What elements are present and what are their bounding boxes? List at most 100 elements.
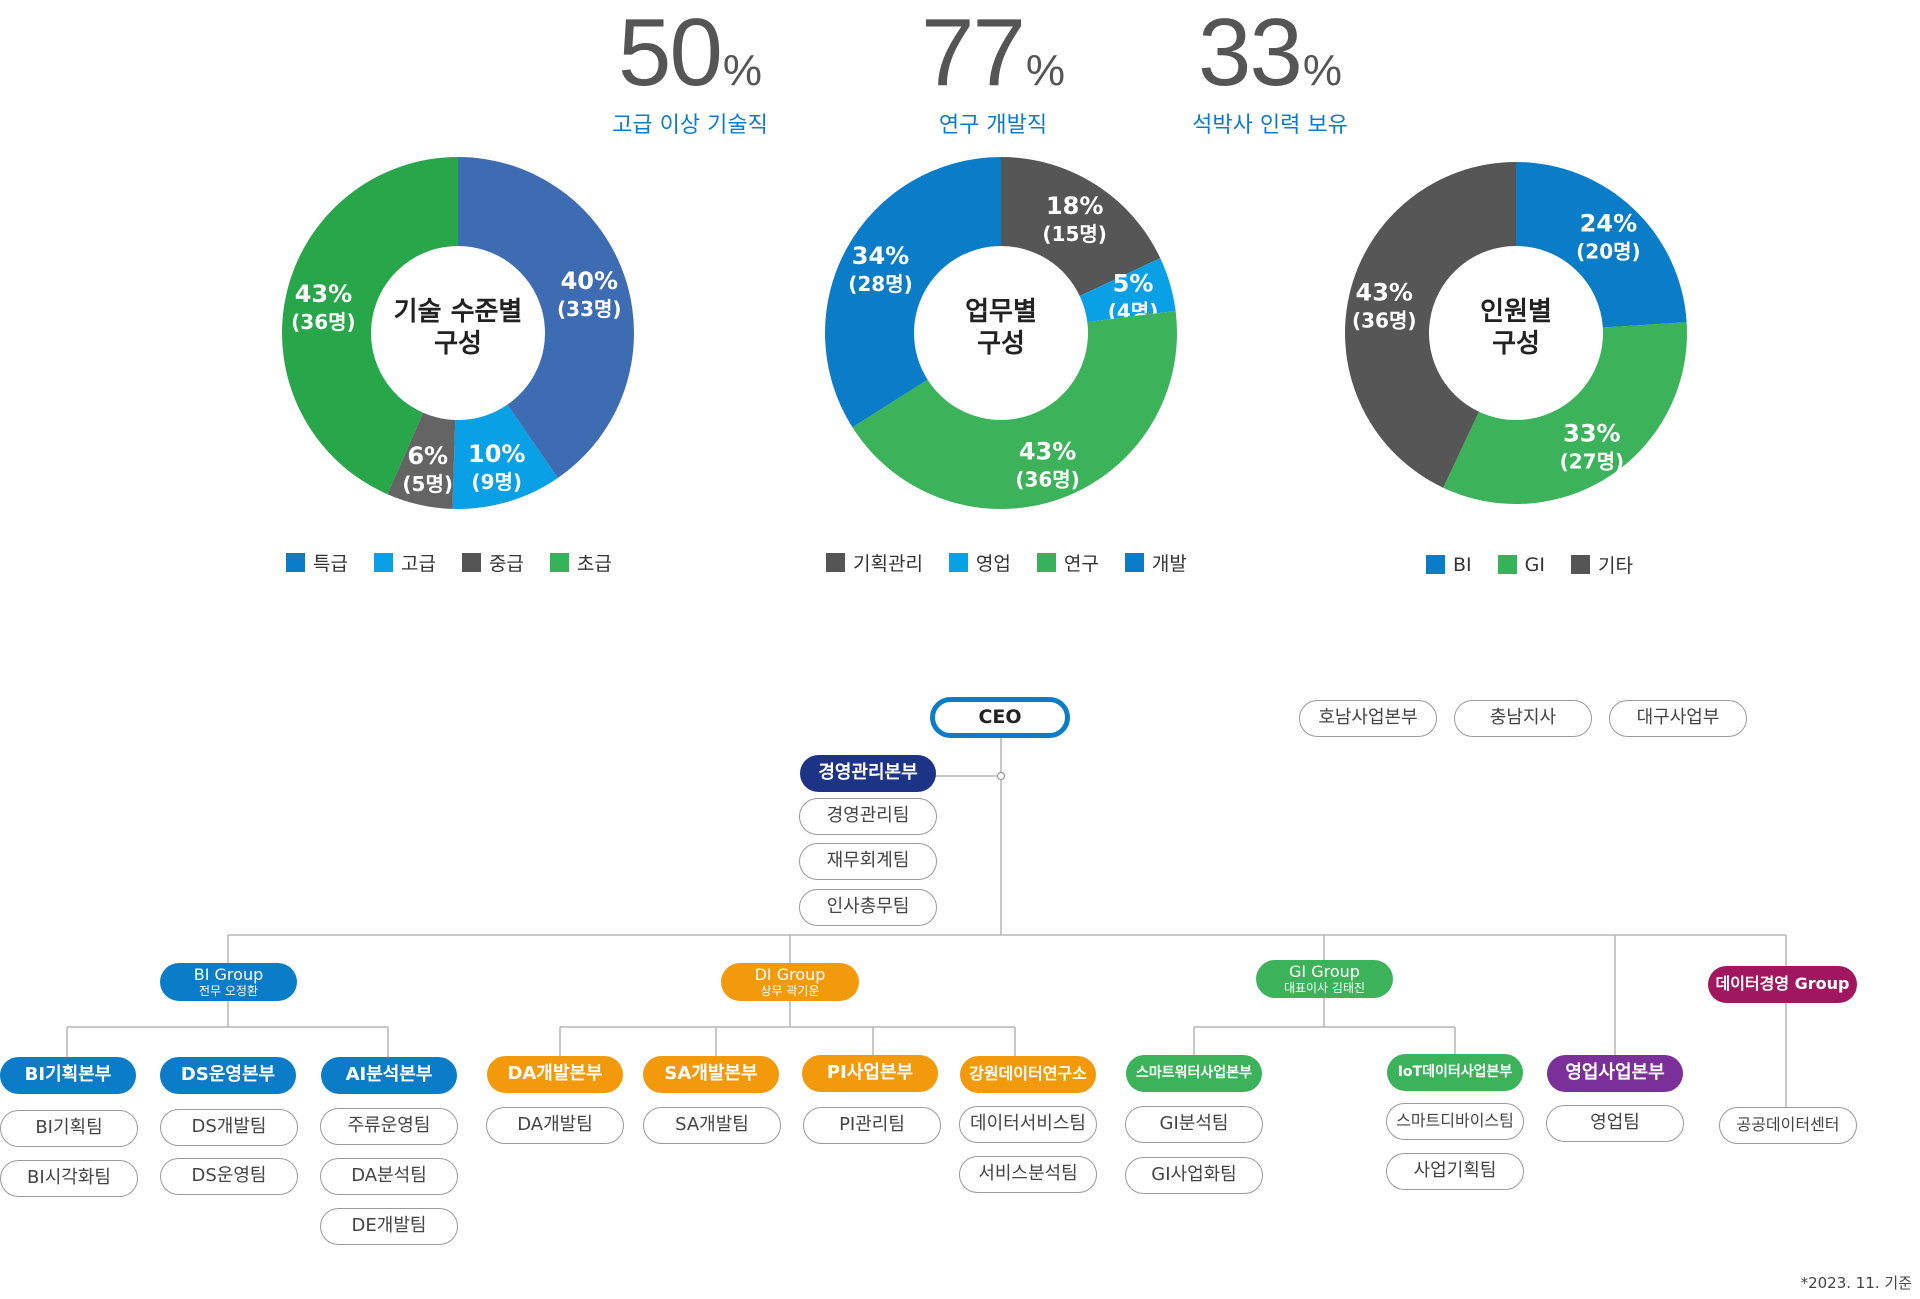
legend-label: 고급 xyxy=(400,553,436,575)
slice-percent-label: 43% xyxy=(1356,279,1413,307)
legend-item: 개발 xyxy=(1124,549,1187,576)
division-label: 경영관리본부 xyxy=(818,762,918,784)
donut-slice xyxy=(458,157,634,478)
legend-swatch xyxy=(1124,553,1144,572)
division-label: AI분석본부 xyxy=(345,1064,433,1086)
team-label: DE개발팀 xyxy=(351,1215,427,1237)
division-da-development: DA개발본부 xyxy=(487,1056,623,1093)
slice-percent-label: 43% xyxy=(295,280,352,308)
team-box: DS개발팀 xyxy=(160,1109,298,1146)
team-label: 경영관리팀 xyxy=(826,805,910,827)
regional-office-label: 호남사업본부 xyxy=(1318,707,1418,729)
division-ds-operation: DS운영본부 xyxy=(160,1057,296,1094)
group-head: 상무 곽기운 xyxy=(760,983,820,998)
group-label: BI Group xyxy=(193,965,264,985)
legend-item: 영업 xyxy=(948,549,1011,576)
legend-item: 기획관리 xyxy=(826,549,923,576)
legend-swatch xyxy=(549,553,569,572)
team-box: 서비스분석팀 xyxy=(959,1156,1097,1193)
donut-slice xyxy=(282,157,458,495)
regional-office-honam: 호남사업본부 xyxy=(1299,700,1437,737)
donut-slice xyxy=(1443,322,1687,504)
team-box: 영업팀 xyxy=(1546,1105,1684,1142)
legend-swatch xyxy=(1426,555,1445,574)
team-box: BI시각화팀 xyxy=(0,1160,138,1197)
team-box: 데이터서비스팀 xyxy=(959,1106,1097,1143)
team-box: SA개발팀 xyxy=(643,1107,781,1144)
team-label: BI기획팀 xyxy=(35,1117,103,1139)
legend-swatch xyxy=(948,553,968,572)
group-gi: GI Group 대표이사 김태진 xyxy=(1256,960,1393,998)
group-di: DI Group 상무 곽기운 xyxy=(721,963,859,1001)
legend-item: BI xyxy=(1426,554,1472,576)
team-box: 사업기획팀 xyxy=(1386,1153,1524,1190)
division-smart-water: 스마트워터사업본부 xyxy=(1126,1055,1262,1092)
division-label: SA개발본부 xyxy=(664,1063,758,1085)
donut-slice xyxy=(852,310,1177,509)
legend-swatch xyxy=(1036,553,1056,572)
slice-percent-label: 43% xyxy=(1019,437,1076,465)
slice-count-label: (20명) xyxy=(1576,240,1641,264)
slice-count-label: (27명) xyxy=(1560,450,1625,474)
legend-personnel: BI GI 기타 xyxy=(1426,551,1633,578)
legend-swatch xyxy=(461,553,481,572)
division-iot-data: IoT데이터사업본부 xyxy=(1387,1054,1523,1091)
donut-slice xyxy=(825,157,1001,428)
slice-percent-label: 10% xyxy=(468,440,525,468)
slice-count-label: (28명) xyxy=(848,272,913,296)
donut-slice xyxy=(1079,258,1176,323)
slice-percent-label: 6% xyxy=(407,442,448,470)
team-label: GI사업화팀 xyxy=(1151,1164,1237,1186)
stat-unit: % xyxy=(1025,46,1065,95)
team-label: 데이터서비스팀 xyxy=(970,1113,1086,1135)
data-center-box: 공공데이터센터 xyxy=(1719,1107,1857,1144)
chart-center-title: 구성 xyxy=(1492,329,1540,359)
legend-label: 중급 xyxy=(488,553,524,575)
division-bi-planning: BI기획본부 xyxy=(0,1057,136,1094)
slice-count-label: (5명) xyxy=(402,472,453,496)
team-box: 인사총무팀 xyxy=(799,889,937,926)
stat-rnd: 77% 연구 개발직 xyxy=(893,5,1093,139)
donut-slice xyxy=(1001,157,1161,296)
slice-percent-label: 5% xyxy=(1113,270,1154,298)
legend-label: 특급 xyxy=(313,553,348,575)
legend-swatch xyxy=(826,553,845,572)
slice-percent-label: 33% xyxy=(1563,420,1620,448)
team-box: DS운영팀 xyxy=(160,1158,298,1195)
division-label: DA개발본부 xyxy=(507,1063,603,1085)
stat-label: 고급 이상 기술직 xyxy=(612,113,768,138)
division-sa-development: SA개발본부 xyxy=(643,1056,779,1093)
slice-percent-label: 24% xyxy=(1580,210,1637,238)
slice-count-label: (9명) xyxy=(471,470,522,494)
legend-item: 초급 xyxy=(549,549,612,576)
chart-center-title: 구성 xyxy=(434,329,482,359)
team-label: DS운영팀 xyxy=(191,1165,267,1187)
team-label: BI시각화팀 xyxy=(27,1167,111,1189)
team-box: GI분석팀 xyxy=(1125,1106,1263,1143)
legend-item: 고급 xyxy=(373,549,436,576)
slice-percent-label: 34% xyxy=(852,242,909,270)
regional-office-label: 충남지사 xyxy=(1489,707,1557,729)
footnote: *2023. 11. 기준 xyxy=(1800,1274,1912,1292)
team-box: 재무회계팀 xyxy=(799,843,937,880)
group-data-management: 데이터경영 Group xyxy=(1708,966,1857,1003)
legend-swatch xyxy=(373,553,393,572)
stat-senior-tech: 50% 고급 이상 기술직 xyxy=(590,5,790,139)
legend-label: GI xyxy=(1524,553,1545,576)
team-label: PI관리팀 xyxy=(839,1114,905,1136)
regional-office-label: 대구사업부 xyxy=(1636,707,1720,729)
group-head: 대표이사 김태진 xyxy=(1283,980,1366,995)
team-label: 사업기획팀 xyxy=(1413,1160,1497,1182)
team-label: 공공데이터센터 xyxy=(1736,1115,1840,1135)
team-label: GI분석팀 xyxy=(1159,1113,1229,1135)
ceo-label: CEO xyxy=(978,705,1022,728)
division-label: DS운영본부 xyxy=(180,1064,276,1086)
chart-center-title: 구성 xyxy=(977,329,1025,359)
legend-swatch xyxy=(1570,555,1590,574)
donut-slice xyxy=(387,412,456,509)
team-label: 영업팀 xyxy=(1590,1112,1640,1134)
division-label: 스마트워터사업본부 xyxy=(1136,1065,1252,1082)
donut-slice xyxy=(1345,162,1516,488)
group-bi: BI Group 전무 오정환 xyxy=(160,963,297,1001)
stat-masters-doctors: 33% 석박사 인력 보유 xyxy=(1170,5,1370,139)
